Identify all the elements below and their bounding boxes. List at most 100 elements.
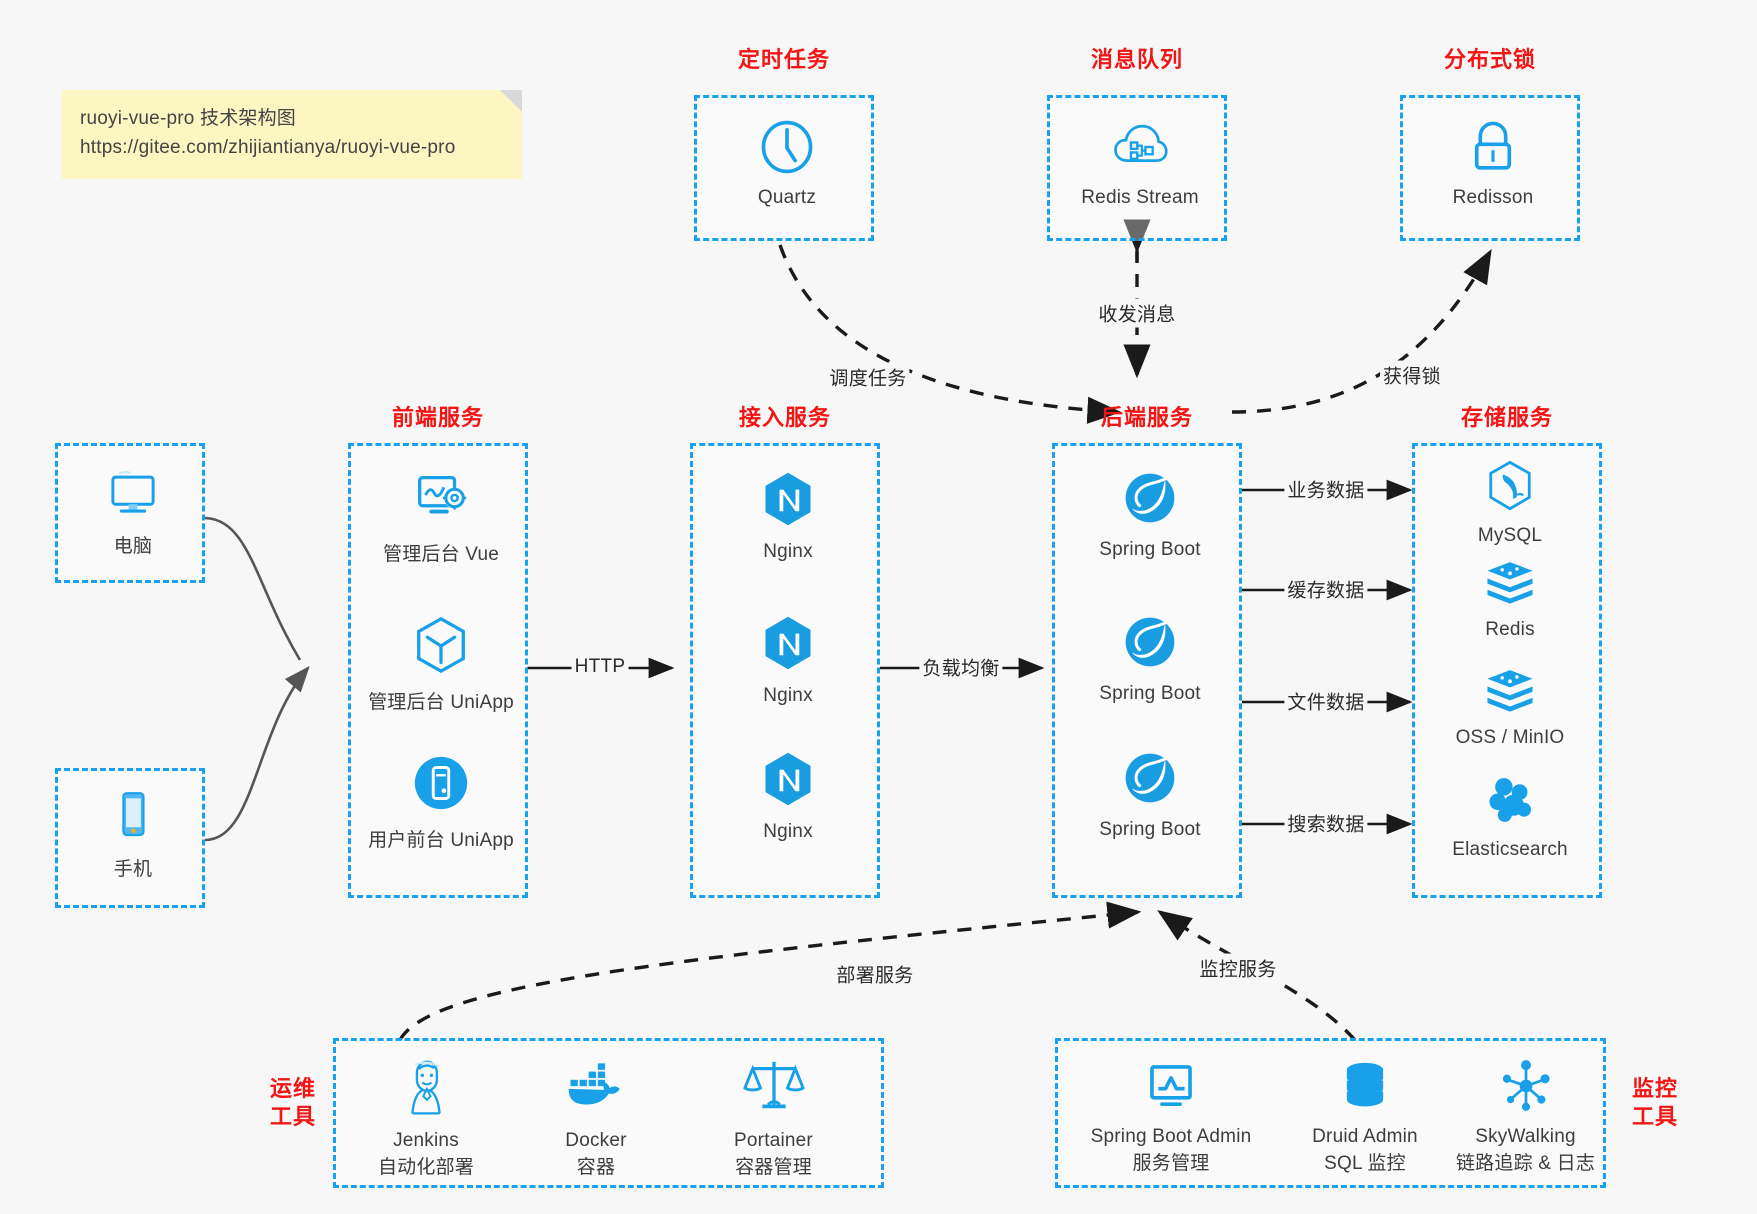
node-mysql-label: MySQL [1477, 525, 1543, 546]
spring-boot-icon [1120, 612, 1180, 677]
group-frontend: 管理后台 Vue 管理后台 UniApp 用户前台 UniApp [348, 443, 528, 898]
node-admin-vue-label: 管理后台 Vue [383, 544, 499, 565]
group-title-monitor-line2: 工具 [1631, 1103, 1678, 1129]
edge-label-acquire-lock: 获得锁 [1380, 360, 1444, 390]
node-skywalking[interactable]: SkyWalking 链路追踪 & 日志 [1448, 1057, 1603, 1175]
edge-label-monitor-service: 监控服务 [1196, 953, 1280, 983]
node-nginx-2[interactable]: Nginx [693, 612, 883, 707]
group-title-lock: 分布式锁 [1443, 47, 1536, 72]
smartphone-icon [105, 787, 161, 848]
edge-label-send-receive: 收发消息 [1095, 298, 1179, 328]
group-title-monitor: 监控 工具 [1620, 1075, 1690, 1130]
node-redis[interactable]: Redis [1415, 556, 1605, 641]
node-mysql[interactable]: MySQL [1415, 458, 1605, 547]
skywalking-node-icon [1497, 1057, 1555, 1120]
node-mobile[interactable]: 手机 [58, 787, 208, 881]
node-druid-admin-label: Druid Admin [1312, 1126, 1418, 1147]
note-line-title: ruoyi-vue-pro 技术架构图 [80, 108, 297, 129]
node-nginx-3[interactable]: Nginx [693, 748, 883, 843]
node-portainer-sub: 容器管理 [735, 1157, 812, 1178]
group-title-backend: 后端服务 [1100, 405, 1193, 430]
nginx-icon [758, 468, 818, 535]
node-skywalking-label: SkyWalking [1475, 1126, 1576, 1147]
node-redis-label: Redis [1485, 619, 1535, 640]
node-pc-label: 电脑 [113, 536, 153, 557]
group-scheduler: Quartz [694, 95, 874, 241]
node-jenkins-label: Jenkins [393, 1130, 459, 1151]
group-gateway: Nginx Nginx Nginx [690, 443, 880, 898]
node-docker-sub: 容器 [576, 1157, 616, 1178]
node-elasticsearch[interactable]: Elasticsearch [1415, 772, 1605, 861]
note-fold-icon [500, 90, 522, 112]
node-druid-admin[interactable]: Druid Admin SQL 监控 [1290, 1057, 1440, 1175]
group-title-devops-line2: 工具 [269, 1103, 316, 1129]
group-title-storage: 存储服务 [1460, 405, 1553, 430]
node-spring-boot-1[interactable]: Spring Boot [1055, 468, 1245, 561]
node-redis-stream-label: Redis Stream [1081, 187, 1199, 208]
node-spring-boot-2[interactable]: Spring Boot [1055, 612, 1245, 705]
node-portainer[interactable]: Portainer 容器管理 [686, 1055, 861, 1179]
group-distributed-lock: Redisson [1400, 95, 1580, 241]
redis-stack-icon [1482, 556, 1538, 613]
node-nginx-1[interactable]: Nginx [693, 468, 883, 563]
mysql-dolphin-icon [1482, 458, 1538, 519]
node-spring-boot-3-label: Spring Boot [1099, 819, 1201, 840]
group-title-monitor-line1: 监控 [1631, 1076, 1678, 1101]
nginx-icon [758, 612, 818, 679]
group-device-pc: 电脑 [55, 443, 205, 583]
node-admin-uniapp[interactable]: 管理后台 UniApp [351, 614, 531, 714]
node-redis-stream[interactable]: Redis Stream [1050, 118, 1230, 209]
group-devops-tools: Jenkins 自动化部署 Docker 容器 [333, 1038, 884, 1188]
node-pc[interactable]: 电脑 [58, 464, 208, 558]
node-spring-boot-3[interactable]: Spring Boot [1055, 748, 1245, 841]
clock-icon [758, 118, 816, 181]
cloud-network-icon [1111, 118, 1169, 181]
node-spring-boot-1-label: Spring Boot [1099, 539, 1201, 560]
group-title-frontend: 前端服务 [391, 405, 484, 430]
node-druid-admin-sub: SQL 监控 [1324, 1153, 1406, 1174]
nginx-icon [758, 748, 818, 815]
node-jenkins[interactable]: Jenkins 自动化部署 [346, 1057, 506, 1179]
group-title-devops: 运维 工具 [258, 1075, 328, 1130]
node-nginx-1-label: Nginx [763, 541, 813, 562]
edge-label-http: HTTP [571, 655, 629, 679]
node-oss-minio[interactable]: OSS / MinIO [1415, 664, 1605, 749]
node-spring-boot-2-label: Spring Boot [1099, 683, 1201, 704]
node-redisson[interactable]: Redisson [1403, 118, 1583, 209]
note-line-url: https://gitee.com/zhijiantianya/ruoyi-vu… [80, 137, 456, 159]
node-docker[interactable]: Docker 容器 [516, 1057, 676, 1179]
group-device-mobile: 手机 [55, 768, 205, 908]
redis-stack-icon [1482, 664, 1538, 721]
node-docker-label: Docker [565, 1130, 627, 1151]
group-storage: MySQL Redis [1412, 443, 1602, 898]
group-title-scheduler: 定时任务 [737, 47, 830, 72]
docker-whale-icon [565, 1057, 627, 1124]
edge-label-schedule-task: 调度任务 [826, 362, 910, 392]
node-mobile-label: 手机 [113, 859, 153, 880]
dashboard-settings-icon [410, 466, 472, 533]
node-nginx-3-label: Nginx [763, 821, 813, 842]
node-portainer-label: Portainer [734, 1130, 813, 1151]
node-admin-vue[interactable]: 管理后台 Vue [351, 466, 531, 566]
node-user-uniapp[interactable]: 用户前台 UniApp [351, 752, 531, 852]
group-message-queue: Redis Stream [1047, 95, 1227, 241]
node-spring-boot-admin-label: Spring Boot Admin [1090, 1126, 1252, 1147]
edge-label-file-data: 文件数据 [1284, 686, 1368, 716]
edge-label-deploy-service: 部署服务 [833, 959, 917, 989]
edge-label-business-data: 业务数据 [1284, 474, 1368, 504]
node-quartz-label: Quartz [757, 187, 817, 208]
edge-label-load-balance: 负载均衡 [919, 652, 1003, 682]
group-title-gateway: 接入服务 [738, 405, 831, 430]
edge-label-cache-data: 缓存数据 [1284, 574, 1368, 604]
node-quartz[interactable]: Quartz [697, 118, 877, 209]
jenkins-butler-icon [397, 1057, 455, 1124]
node-oss-minio-label: OSS / MinIO [1455, 727, 1565, 748]
node-spring-boot-admin-sub: 服务管理 [1132, 1153, 1210, 1174]
group-backend: Spring Boot Spring Boot Spring Boot [1052, 443, 1242, 898]
group-title-mq: 消息队列 [1090, 47, 1183, 72]
group-monitor-tools: Spring Boot Admin 服务管理 Druid Admin SQL 监… [1055, 1038, 1606, 1188]
node-redisson-label: Redisson [1452, 187, 1534, 208]
node-spring-boot-admin[interactable]: Spring Boot Admin 服务管理 [1066, 1057, 1276, 1175]
node-admin-uniapp-label: 管理后台 UniApp [368, 692, 514, 713]
